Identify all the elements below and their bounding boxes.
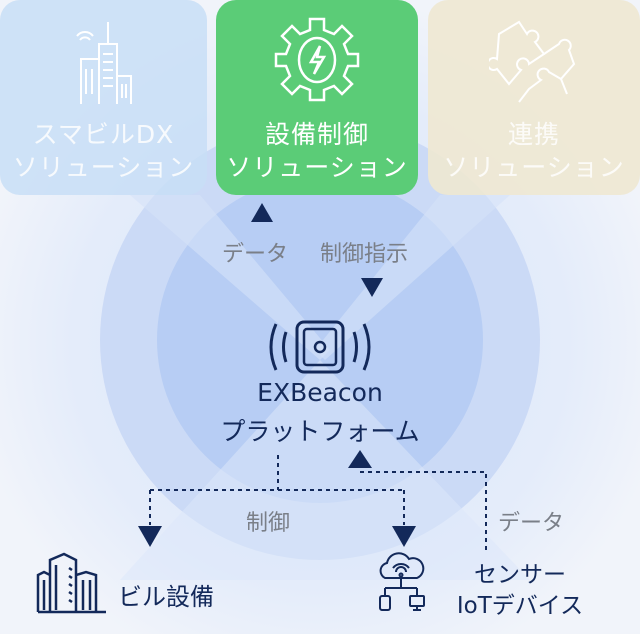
iot-device-label: IoTデバイス bbox=[456, 593, 584, 619]
buildings-icon bbox=[36, 552, 106, 614]
up-arrow-icon bbox=[348, 450, 372, 468]
platform-subtitle: プラットフォーム bbox=[220, 417, 420, 446]
down-arrow-icon bbox=[138, 526, 162, 547]
control-lines bbox=[149, 455, 405, 525]
smart-building-icon bbox=[75, 22, 132, 104]
solution-card-equipment-control[interactable]: 設備制御 ソリューション bbox=[216, 0, 418, 195]
control-instruction-label: 制御指示 bbox=[320, 242, 409, 267]
solution-subtitle: ソリューション bbox=[226, 153, 408, 182]
solution-title: 連携 bbox=[507, 120, 560, 149]
cloud-network-icon bbox=[379, 552, 425, 611]
beam-bottom bbox=[120, 360, 530, 580]
up-arrow-icon bbox=[251, 203, 273, 222]
data-label-down: データ bbox=[498, 511, 565, 536]
beam-right bbox=[315, 195, 510, 360]
building-equipment-label: ビル設備 bbox=[118, 583, 214, 611]
beacon-icon bbox=[269, 320, 371, 374]
solution-subtitle: ソリューション bbox=[12, 153, 195, 182]
puzzle-icon bbox=[489, 20, 576, 103]
down-arrow-icon bbox=[361, 278, 383, 297]
solution-title: スマビルDX bbox=[32, 120, 175, 149]
solution-subtitle: ソリューション bbox=[443, 153, 625, 182]
solution-card-integration[interactable]: 連携 ソリューション bbox=[428, 0, 640, 195]
down-arrow-icon bbox=[392, 526, 416, 547]
sensor-label: センサー bbox=[474, 562, 566, 588]
beam-left bbox=[130, 195, 330, 360]
data-label-up: データ bbox=[222, 242, 289, 267]
solution-title: 設備制御 bbox=[264, 120, 369, 149]
control-label: 制御 bbox=[246, 511, 291, 536]
solution-card-smart-building[interactable]: スマビルDX ソリューション bbox=[0, 0, 207, 195]
gear-lightning-icon bbox=[274, 17, 360, 102]
platform-name: EXBeacon bbox=[257, 378, 383, 407]
data-lines bbox=[360, 471, 487, 552]
